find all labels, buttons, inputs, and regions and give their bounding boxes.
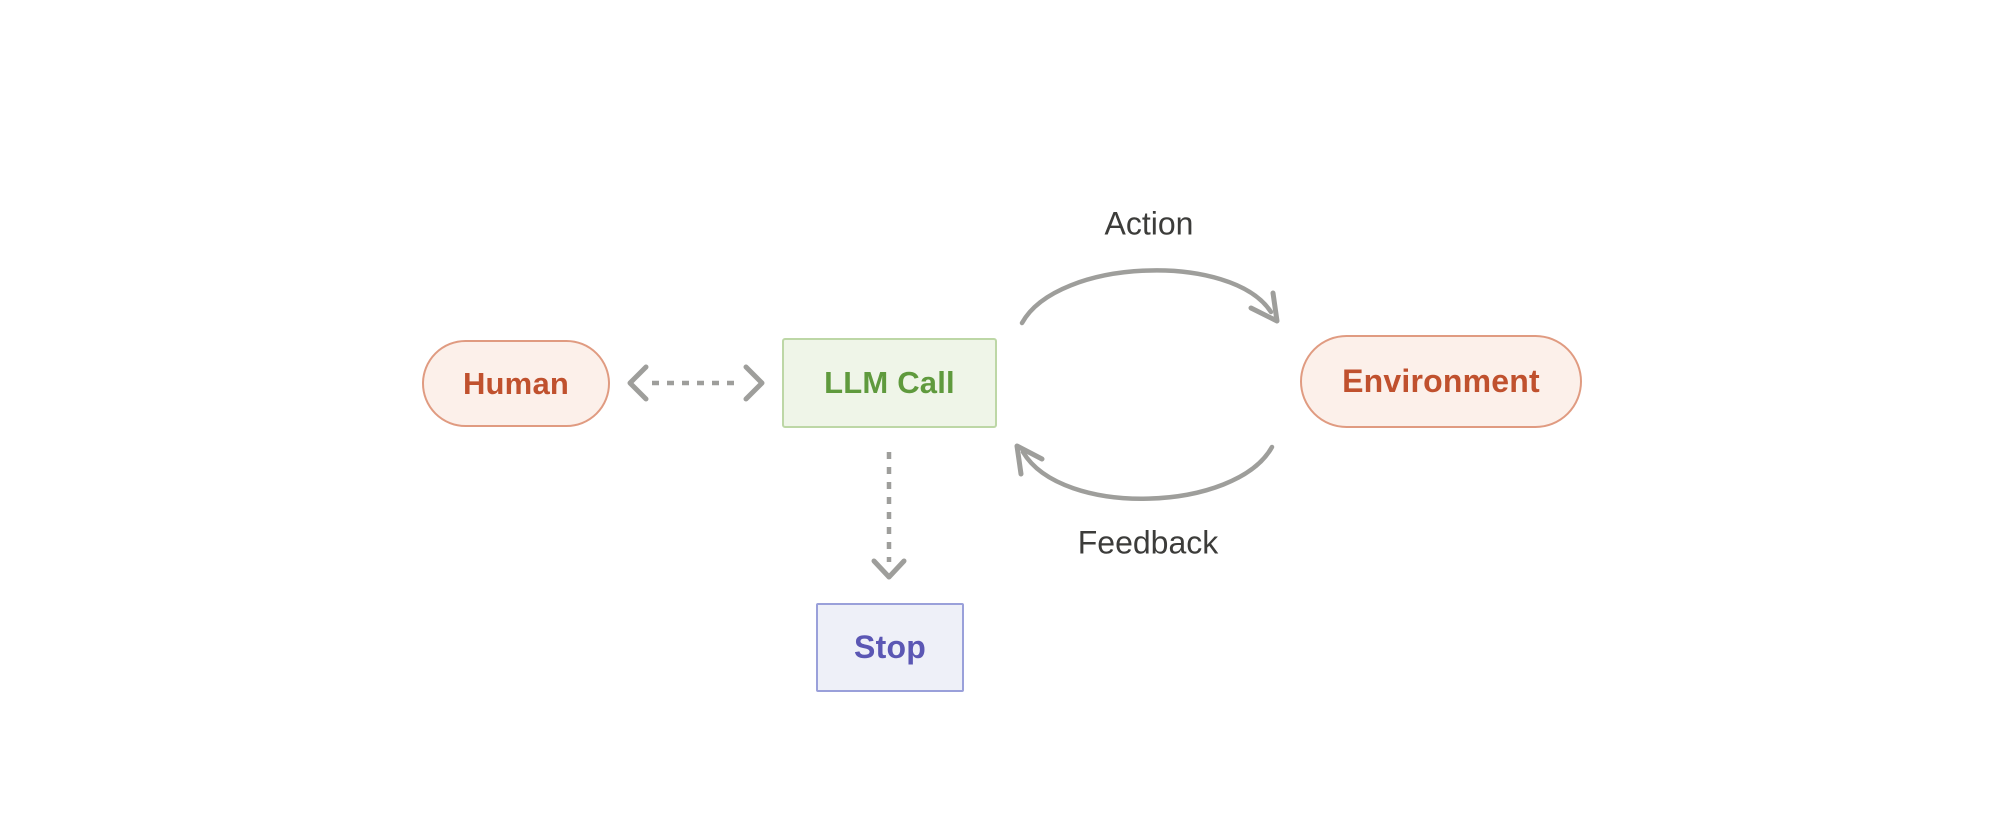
feedback-curved-arrow [1014, 443, 1275, 501]
action-arc [1019, 268, 1274, 326]
node-llm-call: LLM Call [782, 338, 997, 428]
feedback-arc [1020, 444, 1275, 501]
node-human-label: Human [462, 365, 570, 401]
node-stop: Stop [816, 603, 964, 692]
action-curved-arrow [1019, 268, 1280, 326]
feedback-arrowhead-icon [1014, 443, 1045, 477]
edge-label-feedback: Feedback [1077, 524, 1219, 561]
node-environment: Environment [1300, 335, 1582, 428]
node-stop-label: Stop [854, 629, 926, 665]
node-llm-call-label: LLM Call [824, 365, 955, 400]
human-llm-dashed-arrow [627, 364, 765, 402]
left-chevron-icon [627, 364, 649, 402]
edge-label-action: Action [1104, 205, 1194, 242]
node-human: Human [422, 340, 610, 427]
right-chevron-icon [743, 364, 765, 402]
action-arrowhead-icon [1248, 290, 1280, 324]
llm-stop-dashed-arrow [871, 452, 907, 580]
down-chevron-icon [871, 558, 907, 580]
node-environment-label: Environment [1342, 363, 1540, 399]
